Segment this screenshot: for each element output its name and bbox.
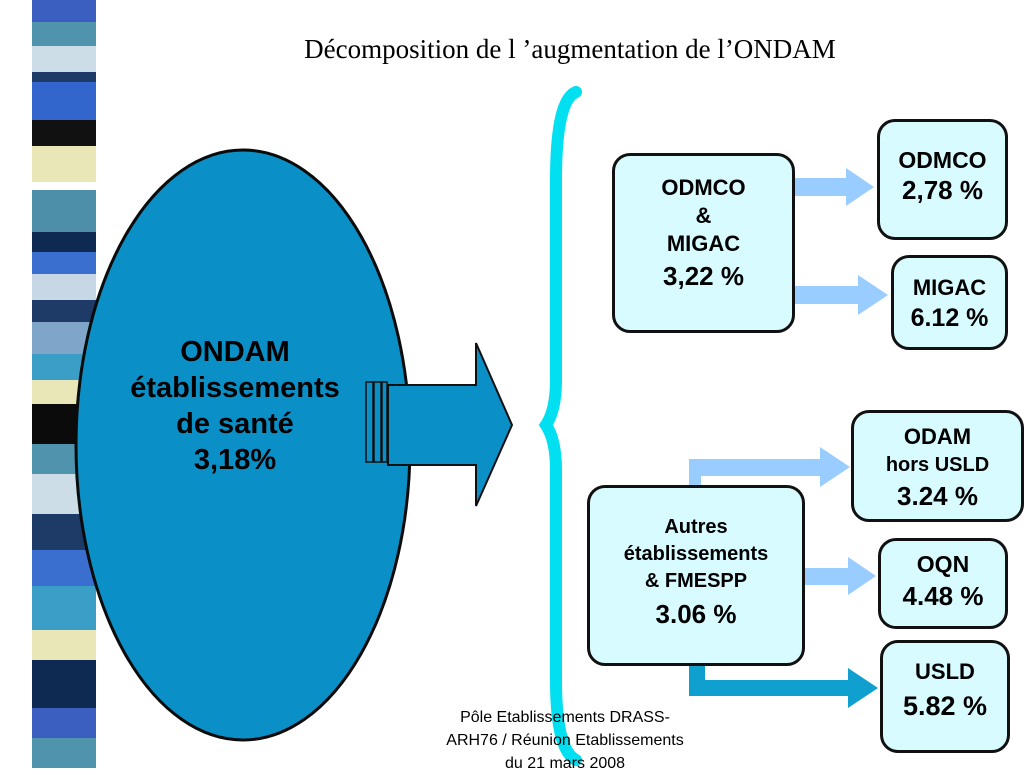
migac-label: MIGAC	[912, 275, 987, 300]
oqn-value: 4.48 %	[902, 581, 984, 611]
usld-value: 5.82 %	[902, 691, 988, 721]
odmco-migac-value: 3,22 %	[663, 261, 744, 291]
odam-value: 3.24 %	[897, 481, 978, 511]
autres-line1: Autres	[664, 516, 728, 538]
autres-value: 3.06 %	[655, 599, 737, 629]
footer-line3: du 21 mars 2008	[504, 755, 626, 772]
odmco-migac-box: ODMCO & MIGAC 3,22 %	[612, 153, 795, 333]
ondam-label: ONDAM établissements de santé 3,18%	[90, 334, 380, 478]
autres-box: Autres établissements & FMESPP 3.06 %	[587, 485, 805, 666]
oqn-box: OQN 4.48 %	[878, 538, 1008, 629]
arrow-to-migac	[793, 275, 888, 315]
oqn-label: OQN	[916, 551, 970, 577]
footer-line2: ARH76 / Réunion Etablissements	[446, 732, 684, 749]
page-title: Décomposition de l ’augmentation de l’ON…	[304, 34, 836, 64]
ondam-line1: ONDAM	[180, 336, 290, 368]
migac-box: MIGAC 6.12 %	[891, 255, 1008, 350]
arrow-to-usld	[689, 665, 878, 708]
autres-line2: établissements	[623, 543, 769, 565]
usld-label: USLD	[915, 659, 975, 684]
footer-note: Pôle Etablissements DRASS- ARH76 / Réuni…	[400, 706, 730, 775]
main-arrow	[365, 342, 514, 507]
odmco-box: ODMCO 2,78 %	[877, 119, 1008, 240]
ondam-value: 3,18%	[193, 444, 277, 476]
usld-box: USLD 5.82 %	[880, 640, 1010, 753]
odam-line1: ODAM	[903, 424, 972, 449]
ondam-line3: de santé	[176, 408, 294, 440]
autres-line3: & FMESPP	[644, 570, 748, 592]
decorative-stripe	[32, 0, 96, 768]
curly-brace	[538, 86, 582, 766]
arrow-to-odam	[689, 447, 850, 492]
odmco-migac-line3: MIGAC	[666, 231, 741, 256]
migac-value: 6.12 %	[910, 304, 989, 332]
odmco-label: ODMCO	[898, 147, 987, 173]
ondam-line2: établissements	[130, 372, 340, 404]
odmco-migac-line1: ODMCO	[661, 175, 746, 200]
odam-line2: hors USLD	[885, 454, 990, 476]
odam-box: ODAM hors USLD 3.24 %	[851, 410, 1024, 522]
footer-line1: Pôle Etablissements DRASS-	[460, 709, 670, 726]
odmco-migac-line2: &	[695, 203, 712, 228]
arrow-to-oqn	[803, 557, 876, 595]
odmco-value: 2,78 %	[902, 175, 983, 205]
arrow-to-odmco	[793, 168, 874, 206]
